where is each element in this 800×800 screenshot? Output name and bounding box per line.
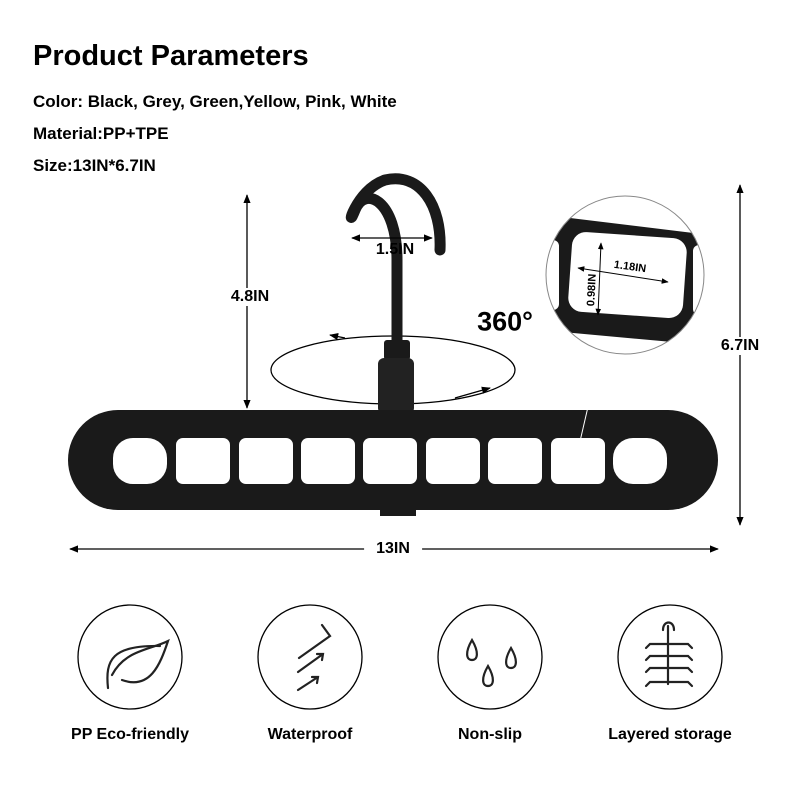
hole-detail-inset bbox=[546, 196, 704, 354]
hook bbox=[345, 173, 446, 351]
spec-size: Size:13IN*6.7IN bbox=[33, 156, 156, 175]
spec-material: Material:PP+TPE bbox=[33, 124, 169, 143]
length-label: 13IN bbox=[364, 540, 422, 558]
hanger-hole bbox=[113, 438, 167, 484]
hanger-hole bbox=[488, 438, 542, 484]
drops-icon bbox=[466, 637, 517, 688]
hanger-bar bbox=[68, 410, 718, 516]
hanger-hole bbox=[613, 438, 667, 484]
hanger-hole bbox=[426, 438, 480, 484]
hanger-hole bbox=[301, 438, 355, 484]
hole-height-label: 0.98IN bbox=[585, 273, 599, 307]
arrows-icon bbox=[296, 623, 332, 692]
feature-eco-friendly: PP Eco-friendly bbox=[71, 726, 189, 743]
hanger-hole bbox=[239, 438, 293, 484]
hook-height-label: 4.8IN bbox=[226, 288, 274, 306]
hook-width-label: 1.5IN bbox=[375, 241, 415, 258]
hanger-hole bbox=[363, 438, 417, 484]
feature-waterproof: Waterproof bbox=[267, 726, 353, 743]
leaf-icon bbox=[106, 638, 170, 690]
page-title: Product Parameters bbox=[33, 40, 309, 72]
feature-non-slip: Non-slip bbox=[458, 726, 522, 743]
total-height-label: 6.7IN bbox=[716, 337, 764, 355]
hanger-hole bbox=[176, 438, 230, 484]
layered-hanger-icon bbox=[644, 621, 694, 688]
hanger-hole bbox=[551, 438, 605, 484]
rotation-label: 360° bbox=[477, 306, 533, 337]
feature-layered-storage: Layered storage bbox=[608, 726, 732, 743]
spec-color: Color: Black, Grey, Green,Yellow, Pink, … bbox=[33, 92, 397, 111]
